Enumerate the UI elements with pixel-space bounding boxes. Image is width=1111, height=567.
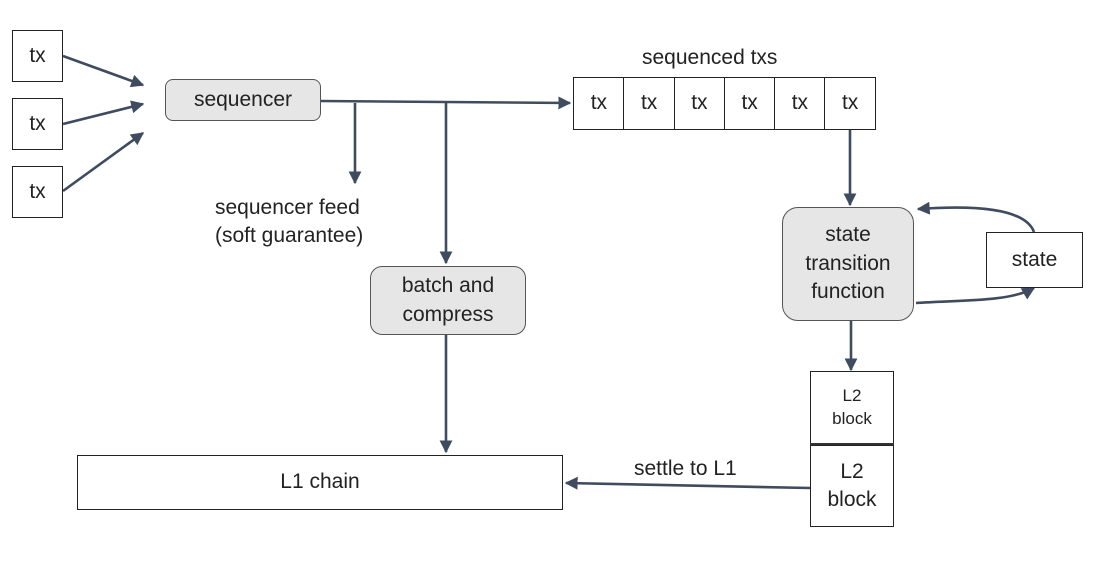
input-tx-3: tx	[12, 166, 63, 218]
settle-to-l1-label: settle to L1	[634, 457, 737, 480]
sequencer-feed-label: sequencer feed (soft guarantee)	[215, 194, 363, 251]
arrow-settle-l1	[564, 476, 811, 490]
input-tx-2: tx	[12, 98, 63, 150]
sequenced-tx-cell: tx	[623, 77, 675, 130]
sequencer-node: sequencer	[165, 79, 321, 121]
arrow-sequencer-txs	[319, 96, 572, 110]
l2-block-divider	[810, 443, 894, 446]
arrow-stf-state	[915, 286, 1036, 305]
state-transition-function-node: state transition function	[782, 207, 914, 321]
sequenced-txs-title: sequenced txs	[642, 46, 778, 69]
sequenced-txs-strip: tx tx tx tx tx tx	[573, 77, 876, 130]
arrow-tx2-sequencer	[62, 100, 145, 126]
l2-block-top: L2 block	[810, 371, 894, 445]
state-node: state	[986, 232, 1083, 288]
arrow-state-stf	[916, 201, 1036, 233]
sequenced-tx-cell: tx	[573, 77, 625, 130]
input-tx-1: tx	[12, 30, 63, 82]
sequenced-tx-cell: tx	[824, 77, 876, 130]
sequenced-tx-cell: tx	[673, 77, 726, 130]
sequencer-feed-line2: (soft guarantee)	[215, 224, 364, 248]
sequencer-feed-line1: sequencer feed	[215, 196, 360, 219]
l1-chain-node: L1 chain	[77, 455, 563, 510]
l2-block-bottom: L2 block	[810, 445, 894, 527]
sequenced-tx-cell: tx	[774, 77, 826, 130]
sequenced-tx-cell: tx	[723, 77, 776, 130]
arrow-tx1-sequencer	[62, 54, 145, 88]
batch-compress-node: batch and compress	[370, 266, 526, 335]
arrow-tx3-sequencer	[62, 131, 145, 193]
